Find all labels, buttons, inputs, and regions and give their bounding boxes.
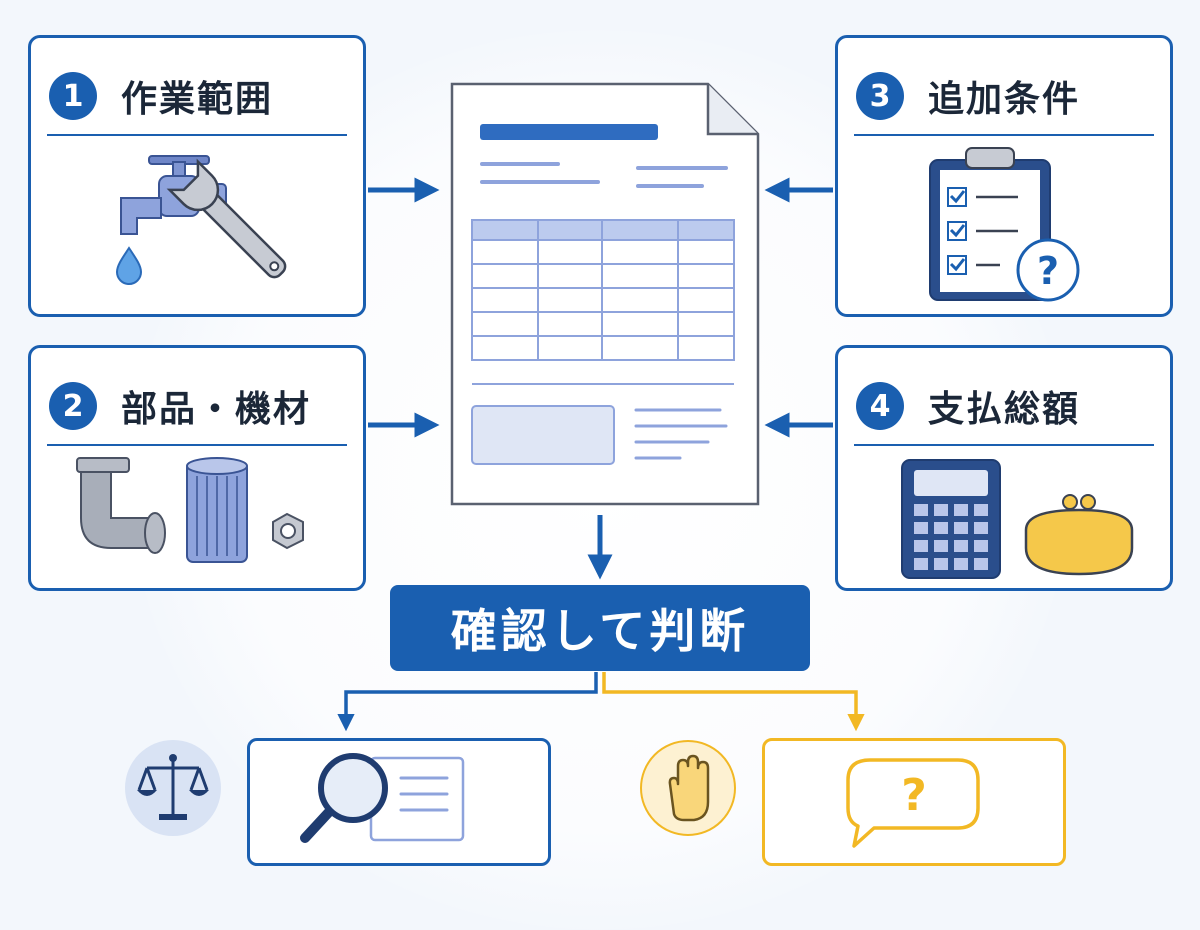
hex-nut-icon xyxy=(272,512,304,550)
svg-text:?: ? xyxy=(901,770,927,821)
card-header: 3 追加条件 xyxy=(856,68,1080,124)
card-total-payment: 4 支払総額 xyxy=(835,345,1173,591)
branch-left xyxy=(337,672,598,732)
decision-banner: 確認して判断 xyxy=(390,585,810,671)
connector-arrows xyxy=(337,177,865,732)
parts-illustration xyxy=(76,457,304,563)
hand-stop-icon xyxy=(668,754,710,822)
card-header: 2 部品・機材 xyxy=(49,378,311,434)
payment-illustration xyxy=(901,459,1134,579)
branch-right xyxy=(602,672,865,732)
filter-cartridge-icon xyxy=(186,457,248,563)
step-number: 1 xyxy=(49,72,97,120)
wrench-icon xyxy=(166,158,287,279)
svg-text:?: ? xyxy=(1037,249,1059,293)
step-number: 2 xyxy=(49,382,97,430)
divider xyxy=(47,444,347,446)
card-title: 部品・機材 xyxy=(121,389,312,430)
pipe-elbow-icon xyxy=(76,457,166,554)
card-header: 1 作業範囲 xyxy=(49,68,273,124)
step-number: 3 xyxy=(856,72,904,120)
card-illustration xyxy=(31,138,363,314)
divider xyxy=(854,444,1154,446)
divider xyxy=(854,134,1154,136)
step-number: 4 xyxy=(856,382,904,430)
table-grid xyxy=(471,219,735,361)
card-parts-equipment: 2 部品・機材 xyxy=(28,345,366,591)
document-icon xyxy=(450,82,760,506)
card-title: 支払総額 xyxy=(928,389,1081,430)
divider xyxy=(47,134,347,136)
card-illustration: ? xyxy=(838,138,1170,314)
card-title: 追加条件 xyxy=(928,79,1081,120)
card-additional-conditions: 3 追加条件 ? xyxy=(835,35,1173,317)
faucet-wrench-illustration xyxy=(115,155,287,285)
question-icon: ? xyxy=(1016,238,1080,302)
clipboard-illustration: ? xyxy=(929,147,1080,302)
card-work-scope: 1 作業範囲 xyxy=(28,35,366,317)
card-illustration xyxy=(31,448,363,588)
magnifier-document-icon xyxy=(300,753,465,843)
water-drop-icon xyxy=(115,246,143,285)
scales-icon xyxy=(137,754,209,820)
card-title: 作業範囲 xyxy=(121,79,274,120)
card-header: 4 支払総額 xyxy=(856,378,1080,434)
question-bubble-icon: ? xyxy=(846,758,980,848)
card-illustration xyxy=(838,448,1170,588)
coin-purse-icon xyxy=(1024,494,1134,576)
calculator-icon xyxy=(901,459,1001,579)
